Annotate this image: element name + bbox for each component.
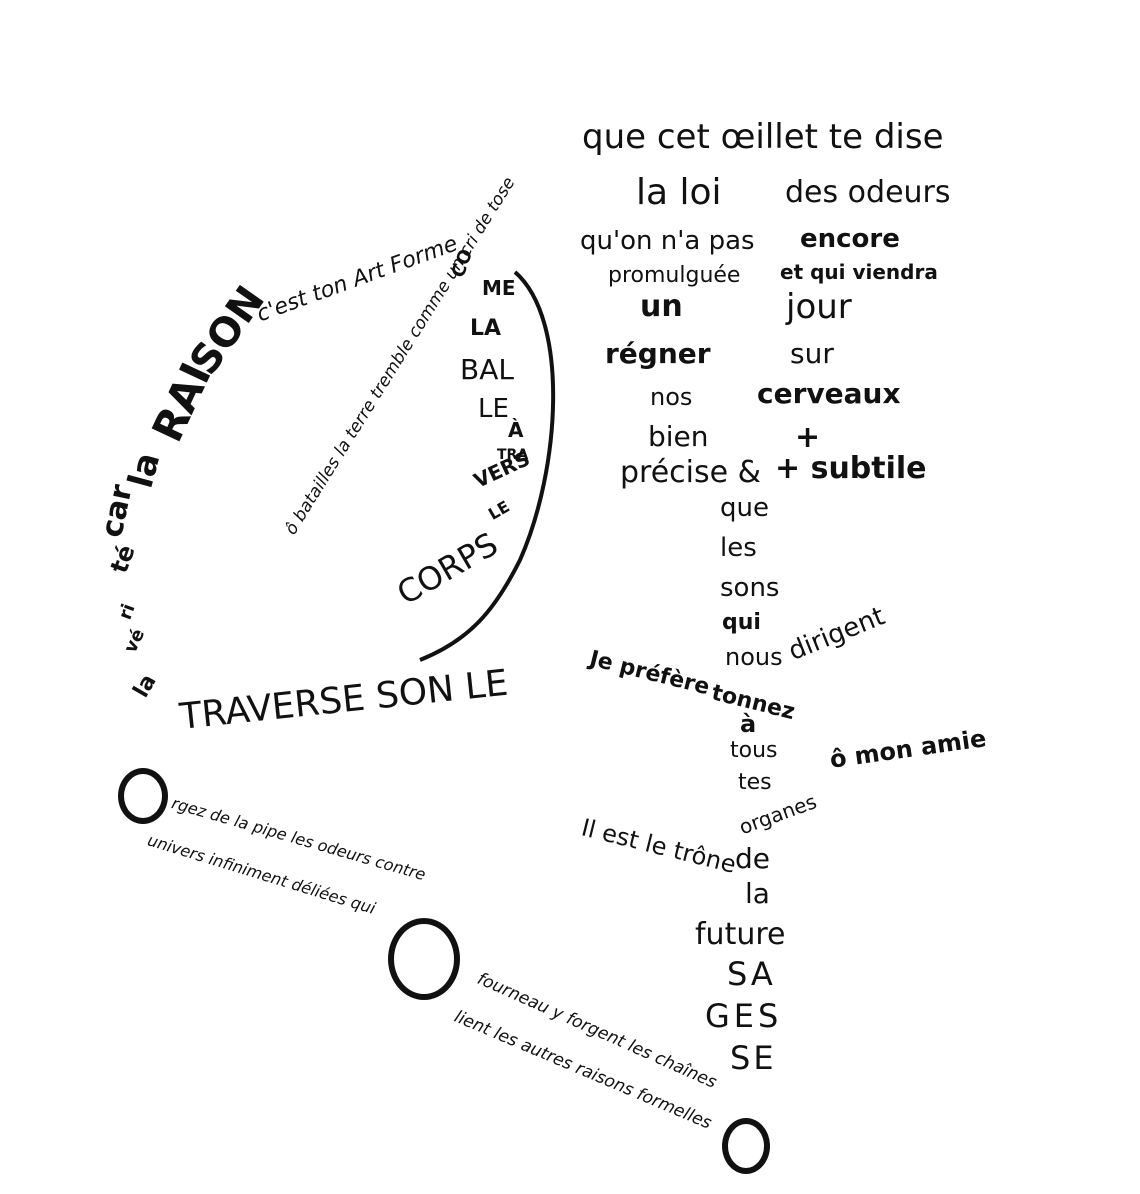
word-me: ME xyxy=(482,276,516,300)
stem-l2b: des odeurs xyxy=(785,175,951,210)
word-la3: LA xyxy=(470,316,502,341)
word-bal: BAL xyxy=(460,353,514,386)
stem-que: que xyxy=(720,493,769,523)
stem-la: la xyxy=(745,877,770,910)
stem-l8b: + xyxy=(795,420,821,455)
pipe-ring-small xyxy=(722,1118,770,1174)
pipe-ring-big xyxy=(118,768,168,824)
stem-l7b: cerveaux xyxy=(757,377,901,410)
stem-a: à xyxy=(740,710,757,738)
stem-qui: qui xyxy=(722,610,761,635)
stem-l8a: bien xyxy=(648,420,709,453)
stem-l4a: promulguée xyxy=(608,263,741,288)
stem-l2a: la loi xyxy=(636,172,722,213)
stem-nous: nous xyxy=(725,643,783,671)
stem-l6b: sur xyxy=(790,337,834,370)
word-tra: TRA xyxy=(497,447,529,463)
stem-l6a: régner xyxy=(605,337,711,370)
stem-tous: tous xyxy=(730,738,778,763)
stem-line1: que cet œillet te dise xyxy=(582,117,944,157)
stem-l5b: jour xyxy=(786,287,852,327)
stem-se: SE xyxy=(730,1039,777,1077)
stem-tes: tes xyxy=(738,770,772,795)
stem-l4b: et qui viendra xyxy=(780,260,938,284)
stem-l7a: nos xyxy=(650,383,693,411)
stem-l9b: + subtile xyxy=(775,451,927,486)
stem-les: les xyxy=(720,533,757,563)
stem-future: future xyxy=(695,917,786,952)
word-le: LE xyxy=(478,394,509,424)
stem-de: de xyxy=(735,842,770,875)
stem-ges: GES xyxy=(705,997,783,1035)
stem-sons: sons xyxy=(720,573,780,603)
stem-l9a: précise & xyxy=(620,455,762,490)
stem-l5a: un xyxy=(640,289,683,324)
stem-sa: SA xyxy=(727,955,776,993)
word-a: À xyxy=(508,418,524,442)
stem-l3a: qu'on n'a pas xyxy=(580,226,755,256)
stem-l3b: encore xyxy=(800,224,900,254)
pipe-ring-middle xyxy=(388,918,460,1000)
